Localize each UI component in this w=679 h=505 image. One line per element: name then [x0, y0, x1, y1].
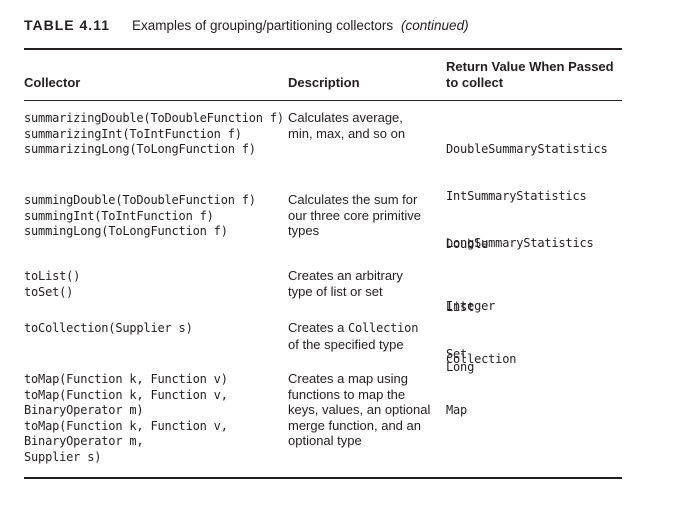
return-value: IntSummaryStatistics [446, 188, 587, 203]
table-header-rule [24, 100, 622, 101]
row-tocollection-returns: Collection [446, 321, 516, 383]
table-number: TABLE 4.11 [24, 17, 110, 33]
row-summarizing-collector: summarizingDouble(ToDoubleFunction f) su… [24, 111, 284, 157]
row-summing-returns: Double Integer Long [446, 193, 495, 398]
return-value: Integer [446, 298, 496, 313]
return-value: List [446, 300, 475, 315]
description-code: Collection [347, 321, 419, 335]
description-text: of the specified type [288, 336, 404, 352]
return-value: DoubleSummaryStatistics [446, 142, 608, 157]
description-text: Creates a [288, 320, 348, 335]
table-continued-note: (continued) [401, 18, 469, 33]
table-title: Examples of grouping/partitioning collec… [132, 18, 394, 33]
row-tomap-collector: toMap(Function k, Function v) toMap(Func… [24, 372, 228, 464]
header-description: Description [288, 75, 360, 90]
row-tocollection-collector: toCollection(Supplier s) [24, 321, 193, 335]
header-collector: Collector [24, 75, 81, 90]
table-top-rule [24, 48, 622, 50]
row-tomap-returns: Map [446, 372, 467, 434]
row-tomap-description: Creates a map using functions to map the… [288, 371, 431, 449]
header-return-value: Return Value When Passed to collect [446, 59, 614, 91]
row-summing-description: Calculates the sum for our three core pr… [288, 192, 421, 239]
header-return-value-line2: to collect [446, 75, 504, 90]
row-tolist-returns: List Set [446, 269, 474, 378]
return-value: Set [446, 346, 468, 361]
row-tocollection-description: Creates a Collection of the specified ty… [288, 320, 418, 352]
return-value: LongSummaryStatistics [446, 235, 594, 250]
table-bottom-rule [24, 477, 622, 479]
row-summing-collector: summingDouble(ToDoubleFunction f) summin… [24, 193, 256, 239]
return-value: Collection [446, 352, 517, 367]
table-caption: TABLE 4.11 Examples of grouping/partition… [24, 17, 469, 33]
row-tolist-collector: toList() toSet() [24, 269, 81, 299]
row-summarizing-description: Calculates average, min, max, and so on [288, 110, 406, 141]
return-value: Map [446, 403, 468, 418]
return-value: Double [446, 237, 489, 251]
header-return-value-line1: Return Value When Passed [446, 59, 614, 74]
return-value: Long [446, 360, 475, 374]
row-summarizing-returns: DoubleSummaryStatistics IntSummaryStatis… [446, 111, 608, 267]
row-tolist-description: Creates an arbitrary type of list or set [288, 268, 403, 299]
